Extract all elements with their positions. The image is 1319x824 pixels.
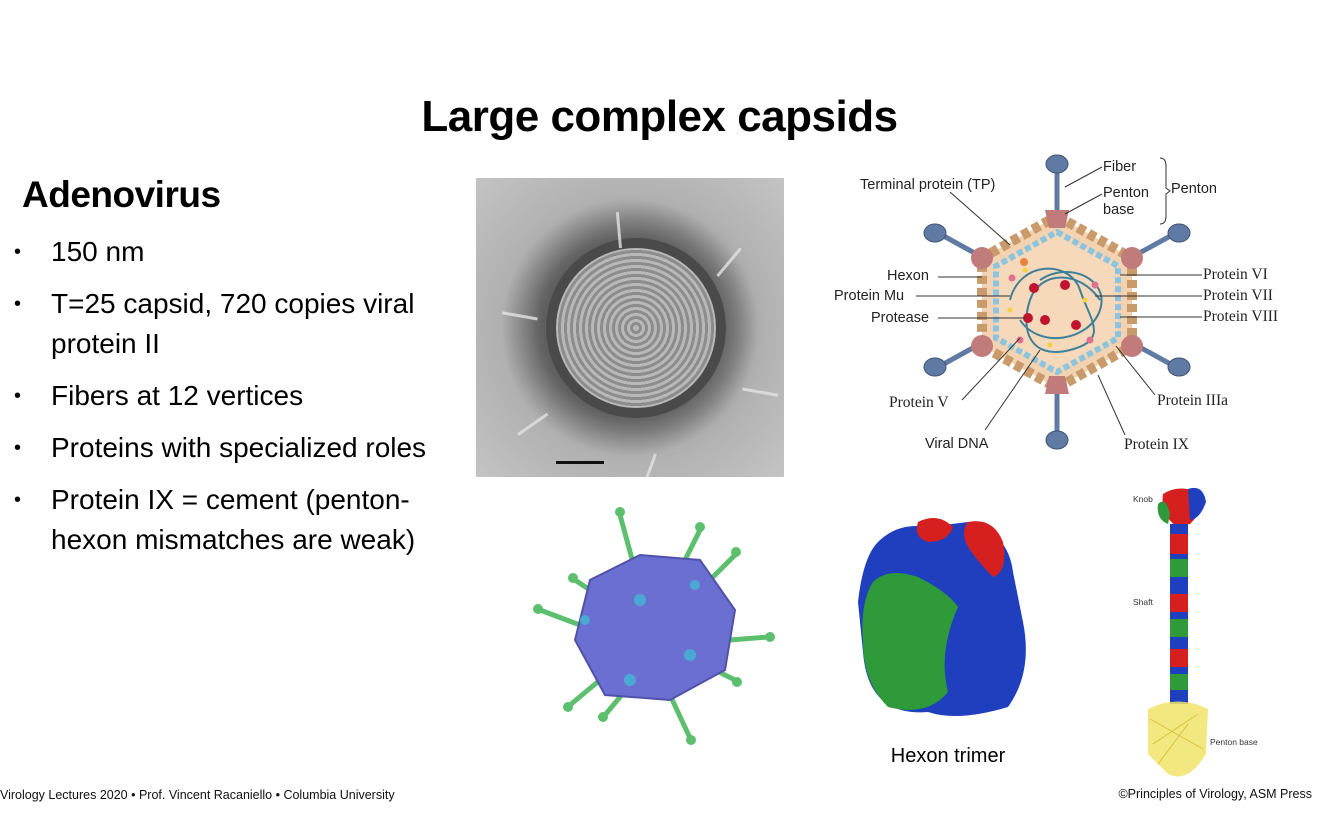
bullet-text: Protein IX = cement (penton-hexon mismat…: [51, 484, 416, 555]
electron-micrograph-image: [476, 178, 784, 477]
label-protein-vi: Protein VI: [1203, 266, 1268, 283]
hexon-trimer-image: [808, 512, 1088, 722]
fiber-label-penton-base: Penton base: [1210, 737, 1258, 747]
em-capsid: [556, 248, 716, 408]
bullet-item: • Fibers at 12 vertices: [14, 376, 474, 416]
bullet-dot-icon: •: [14, 437, 22, 459]
em-fiber: [501, 311, 538, 321]
bullet-item: • 150 nm: [14, 232, 474, 272]
capsid-3d-model-image: [530, 500, 775, 745]
bullet-text: Fibers at 12 vertices: [51, 380, 304, 411]
bullet-item: • Protein IX = cement (penton-hexon misma…: [14, 480, 474, 560]
em-fiber: [742, 387, 779, 397]
bullet-text: Proteins with specialized roles: [51, 432, 427, 463]
footer-copyright: ©Principles of Virology, ASM Press: [1118, 787, 1312, 801]
footer-credit: Virology Lectures 2020 • Prof. Vincent R…: [0, 788, 395, 802]
bullet-text: T=25 capsid, 720 copies viral protein II: [51, 288, 415, 359]
schematic-drawing: [916, 154, 1202, 450]
fiber-structure-image: Knob Shaft Penton base: [1128, 484, 1258, 784]
fiber-label-knob: Knob: [1133, 494, 1153, 504]
bullet-dot-icon: •: [14, 489, 22, 511]
label-protein-ix: Protein IX: [1124, 436, 1190, 453]
em-fiber: [641, 453, 657, 477]
label-fiber: Fiber: [1103, 159, 1137, 175]
slide-title: Large complex capsids: [421, 92, 898, 141]
label-penton: Penton: [1171, 181, 1217, 197]
label-terminal-protein: Terminal protein (TP): [860, 177, 996, 193]
label-protein-iiia: Protein IIIa: [1157, 392, 1229, 409]
bullet-dot-icon: •: [14, 385, 22, 407]
label-protein-vii: Protein VII: [1203, 287, 1273, 304]
label-penton-base: Penton base: [1103, 185, 1149, 218]
label-protein-v: Protein V: [889, 394, 949, 411]
label-viral-dna: Viral DNA: [925, 436, 989, 452]
bullet-text: 150 nm: [51, 236, 145, 267]
bullet-item: • Proteins with specialized roles: [14, 428, 474, 468]
label-protease: Protease: [871, 310, 930, 326]
hexon-trimer-caption: Hexon trimer: [890, 745, 1006, 767]
fiber-label-shaft: Shaft: [1133, 597, 1153, 607]
label-hexon: Hexon: [887, 268, 929, 284]
adenovirus-schematic-diagram: Fiber Penton base Penton Terminal protei…: [820, 150, 1310, 460]
label-protein-viii: Protein VIII: [1203, 308, 1279, 325]
bullet-list: • 150 nm • T=25 capsid, 720 copies viral p…: [14, 232, 474, 572]
label-protein-mu: Protein Mu: [834, 288, 905, 304]
bullet-item: • T=25 capsid, 720 copies viral protein I…: [14, 284, 474, 364]
bullet-dot-icon: •: [14, 241, 22, 263]
scale-bar: [556, 461, 604, 464]
em-fiber: [716, 247, 742, 277]
section-heading: Adenovirus: [22, 174, 221, 215]
em-fiber: [615, 212, 622, 249]
em-fiber: [517, 412, 549, 436]
bullet-dot-icon: •: [14, 293, 22, 315]
